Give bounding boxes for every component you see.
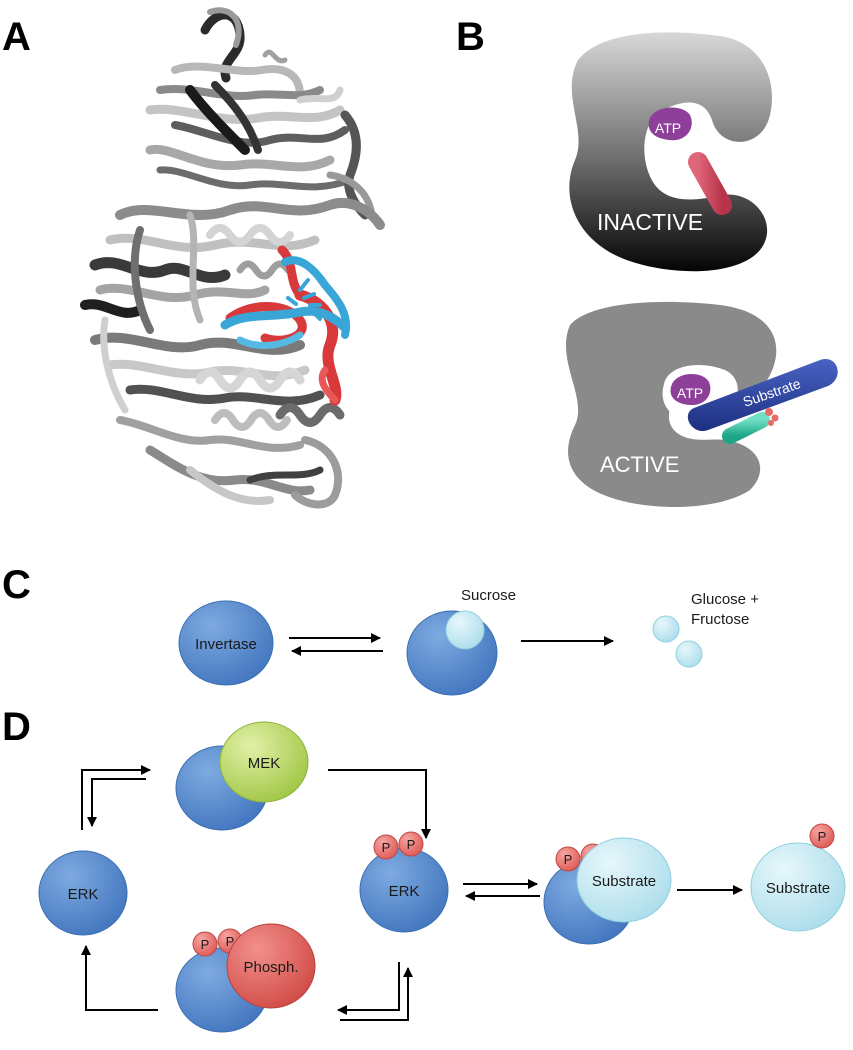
- substrate-label-product: Substrate: [766, 880, 830, 897]
- inactive-kinase-shape: [569, 32, 772, 272]
- phosphate-p: [192, 931, 218, 957]
- panel-label-c: C: [2, 563, 31, 607]
- cycle-arrows-d: [81, 765, 743, 1021]
- atp-label-inactive: ATP: [655, 120, 681, 136]
- enzyme-substrate-complex: [406, 610, 498, 696]
- p-label: P: [226, 934, 235, 949]
- phosph-label: Phosph.: [243, 959, 298, 976]
- erk-free: ERK: [38, 850, 128, 936]
- active-label: ACTIVE: [600, 452, 679, 477]
- phosphate-dot: [768, 420, 774, 426]
- mek-label: MEK: [248, 755, 281, 772]
- phosphate-dot: [765, 408, 773, 416]
- p-label: P: [818, 829, 827, 844]
- erk-substrate-complex: P P Substrate: [543, 837, 672, 945]
- products-label-line1: Glucose +: [691, 591, 759, 608]
- equilibrium-arrows-c: [289, 633, 383, 656]
- invertase-label: Invertase: [195, 636, 257, 653]
- panel-label-d: D: [2, 705, 31, 749]
- inactive-label: INACTIVE: [597, 209, 703, 235]
- atp-label-active: ATP: [677, 385, 703, 401]
- p-label: P: [201, 937, 210, 952]
- erk-label-phospho: ERK: [389, 883, 420, 900]
- products-label-line2: Fructose: [691, 611, 749, 628]
- p-label: P: [407, 837, 416, 852]
- phosphate-p: [398, 831, 424, 857]
- p-label: P: [382, 840, 391, 855]
- erk-label-free: ERK: [68, 886, 99, 903]
- phosphate-dot: [771, 414, 779, 422]
- phosphorylated-substrate: Substrate P: [750, 823, 846, 932]
- p-label: P: [564, 852, 573, 867]
- atp-blob-active: ATP: [670, 373, 711, 406]
- erk-phosphorylated: ERK P P: [359, 831, 449, 933]
- substrate-in-complex: [576, 837, 672, 923]
- substrate-label-complex: Substrate: [592, 873, 656, 890]
- mek-enzyme: [219, 721, 309, 803]
- sucrose-label: Sucrose: [461, 587, 516, 604]
- inactive-activation-loop: [688, 152, 732, 215]
- erk-phosphatase-complex: P P Phosph.: [175, 923, 316, 1033]
- phosphorylated-loop: [722, 408, 779, 444]
- fructose-molecule: [675, 640, 703, 668]
- phosphatase-enzyme: [226, 923, 316, 1009]
- invertase-enzyme: Invertase: [178, 600, 274, 686]
- glucose-molecule: [652, 615, 680, 643]
- erk-mek-complex: MEK: [175, 721, 309, 831]
- sucrose-molecule: [445, 610, 485, 650]
- panel-label-b: B: [456, 15, 485, 59]
- phosphate-p: [373, 834, 399, 860]
- phosphate-p: [555, 846, 581, 872]
- protein-ribbon-structure: [80, 7, 385, 509]
- phosphate-p: [809, 823, 835, 849]
- atp-blob-inactive: ATP: [648, 107, 692, 141]
- panel-label-a: A: [2, 15, 31, 59]
